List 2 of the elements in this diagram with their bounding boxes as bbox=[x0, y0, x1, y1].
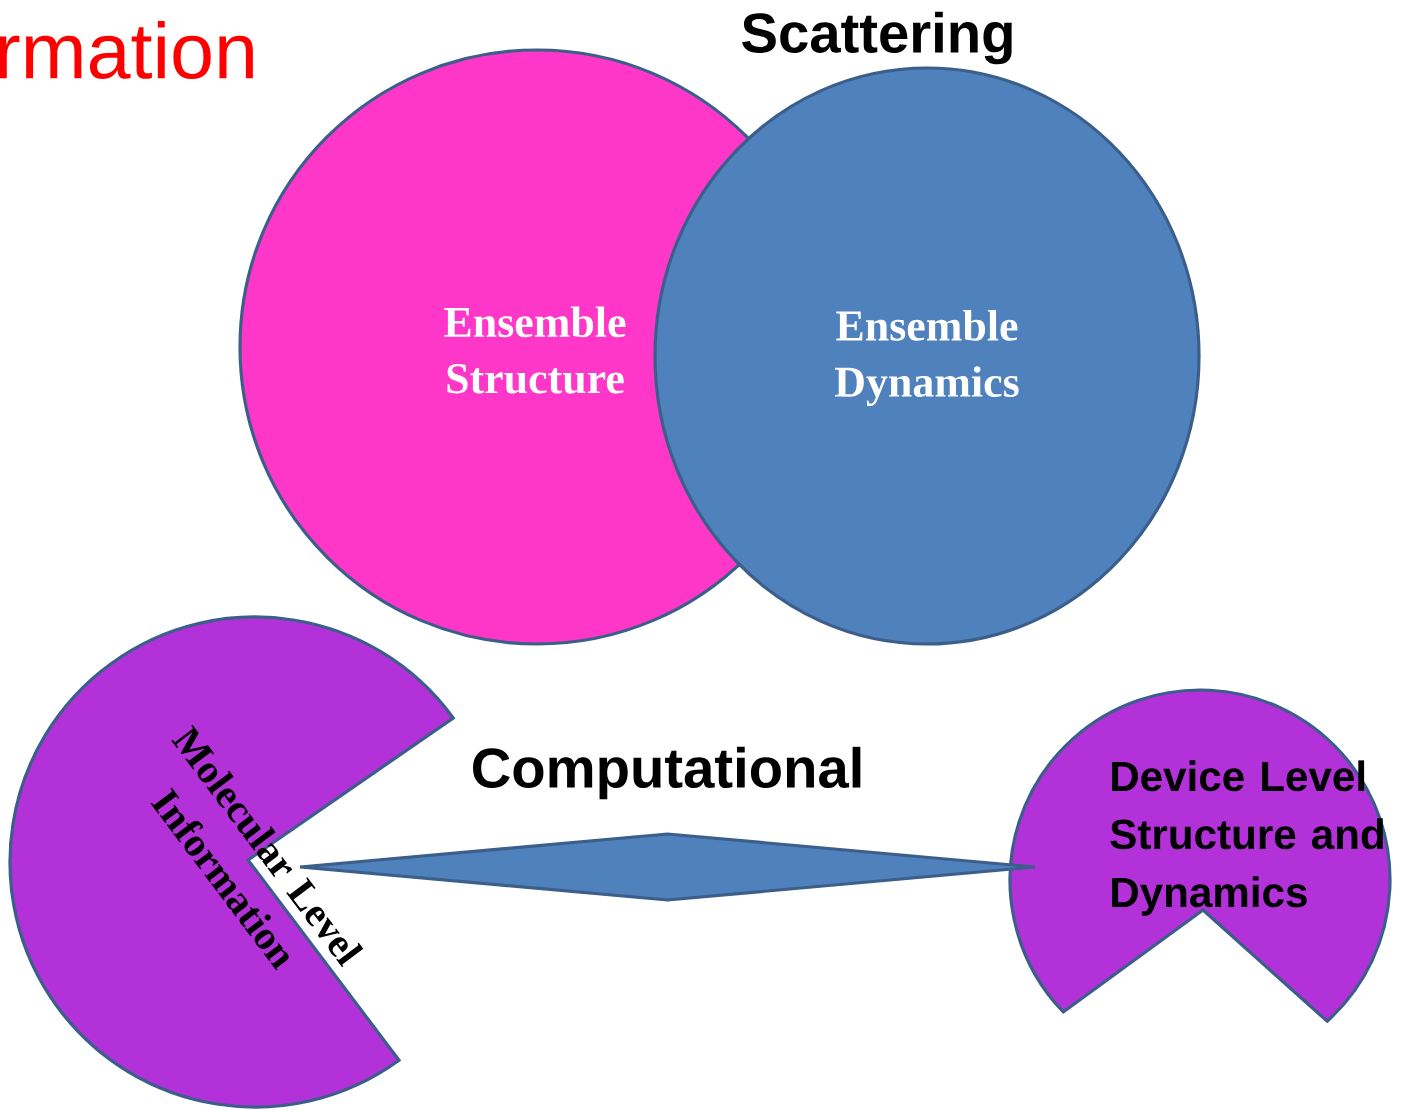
edge-label: Computational bbox=[468, 745, 867, 801]
spindle-connector bbox=[298, 832, 1037, 902]
